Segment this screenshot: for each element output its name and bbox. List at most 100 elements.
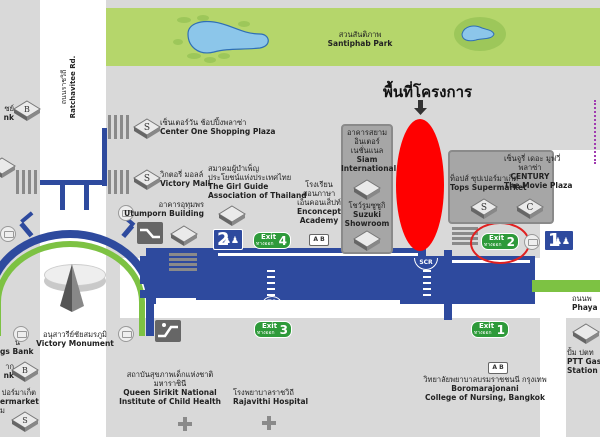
- nursing-label: วิทยาลัยพยาบาลบรมราชชนนี กรุงเทพ Boromar…: [420, 375, 550, 402]
- siam-en1: Siam: [356, 155, 378, 164]
- exit-label: Exit: [262, 322, 278, 330]
- bus-stop-icon[interactable]: [0, 226, 16, 242]
- bank-icon[interactable]: B: [11, 360, 39, 382]
- century-th1: เซ็นจูรี่ เดอะ มูฟวี่: [504, 154, 561, 163]
- qsnich-en2: Institute of Child Health: [119, 397, 221, 406]
- bank-th: ซย์: [4, 104, 15, 113]
- enconcept-th3: เอ็นคอนเส็ปท์: [297, 198, 341, 207]
- qsnich-label: สถาบันสุขภาพเด็กแห่งชาติ มหาราชินี Queen…: [100, 370, 240, 406]
- rajavithi-en: Rajavithi Hospital: [233, 397, 309, 406]
- restroom-icon: ♟♟: [222, 236, 239, 246]
- center-one-th: เซ็นเตอร์วัน ช้อปปิ้งพลาซ่า: [160, 118, 247, 127]
- svg-text:S: S: [481, 203, 487, 213]
- school-icon-text: A B: [313, 236, 325, 243]
- station-code: SCR: [419, 259, 433, 266]
- super-th: ปอร์มาเก็ต: [1, 388, 36, 397]
- bus-stop-icon[interactable]: [118, 205, 134, 221]
- exit-3[interactable]: Exit ทางออก 3: [254, 321, 292, 338]
- girl-guide-label: สมาคมผู้บำเพ็ญ ประโยชน์แห่งประเทศไทย The…: [208, 164, 307, 200]
- restroom-2[interactable]: 2 ♟♟: [213, 229, 243, 250]
- exit-label-th: ทางออก: [474, 330, 492, 336]
- svg-text:S: S: [144, 174, 150, 184]
- siam-en2: International: [341, 164, 397, 173]
- stairs-icon: [108, 170, 129, 194]
- shopping-icon[interactable]: S: [133, 117, 161, 139]
- school-icon[interactable]: A B: [309, 234, 329, 246]
- svg-text:B: B: [24, 105, 30, 114]
- qsnich-en1: Queen Sirikit National: [123, 388, 217, 397]
- suzuki-en2: Showroom: [344, 219, 390, 228]
- bank-th: าก: [5, 362, 14, 371]
- nursing-th: วิทยาลัยพยาบาลบรมราชชนนี กรุงเทพ: [423, 375, 547, 384]
- ptt-th: ปั้ม ปตท: [567, 348, 594, 357]
- qsnich-th2: มหาราชินี: [153, 379, 187, 388]
- ptt-label: ปั้ม ปตท PTT Gas Station: [567, 348, 600, 375]
- enconcept-en1: Enconcept: [297, 207, 341, 216]
- hospital-icon: [262, 416, 276, 430]
- nursing-en1: Boromarajonani: [451, 384, 519, 393]
- victory-mall-label: วิกตอรี่ มอลล์ Victory Mall: [160, 170, 210, 188]
- girl-guide-en1: The Girl Guide: [208, 182, 269, 191]
- cinema-icon[interactable]: C: [516, 197, 544, 219]
- building-icon[interactable]: [353, 178, 381, 200]
- bank-en: nk: [3, 113, 14, 122]
- girl-guide-en2: Association of Thailand: [208, 191, 307, 200]
- exit-1[interactable]: Exit ทางออก 1: [471, 321, 509, 338]
- monument-label: อนุสาวรีย์ชัยสมรภูมิ Victory Monument: [30, 330, 120, 348]
- bank-en: nk: [3, 371, 14, 380]
- road-th: ถนนพ: [572, 294, 592, 303]
- school-icon[interactable]: A B: [488, 362, 508, 374]
- building-icon[interactable]: [170, 224, 198, 246]
- road-label-ratchavitee: ถนนราชวิถี Ratchavitee Rd.: [60, 52, 78, 122]
- bank-low-label: าก nk: [0, 362, 14, 380]
- svg-text:S: S: [144, 123, 150, 133]
- gas-station-icon[interactable]: [572, 322, 600, 344]
- ratchavitee-road: [40, 0, 106, 437]
- utumporn-en: Utumporn Building: [124, 209, 204, 218]
- century-th2: พลาซ่า: [518, 163, 542, 172]
- suzuki-en1: Suzuki: [352, 210, 381, 219]
- bus-stop-icon[interactable]: [13, 326, 29, 342]
- savings-en: gs Bank: [0, 347, 34, 356]
- bank-icon[interactable]: B: [13, 99, 41, 121]
- century-label: เซ็นจูรี่ เดอะ มูฟวี่ พลาซ่า CENTURY The…: [504, 154, 573, 190]
- exit-2-highlight-circle: [470, 222, 530, 264]
- road-en: Ratchavitee Rd.: [69, 55, 77, 119]
- shopping-icon[interactable]: S: [133, 168, 161, 190]
- century-en2: The Movie Plaza: [504, 181, 573, 190]
- super-th2: ม: [0, 406, 5, 415]
- bus-stop-icon[interactable]: [118, 326, 134, 342]
- girl-guide-th1: สมาคมผู้บำเพ็ญ: [208, 164, 259, 173]
- enconcept-en2: Academy: [299, 216, 339, 225]
- tops-label: ท็อปส์ ซุปเปอร์มาเก็ต Tops Supermarket: [450, 174, 527, 192]
- exit-label: Exit: [479, 322, 495, 330]
- shopping-icon[interactable]: [0, 156, 16, 178]
- road-en: Phaya: [572, 303, 598, 312]
- exit-4[interactable]: Exit ทางออก 4: [253, 232, 291, 249]
- center-one-en: Center One Shopping Plaza: [160, 127, 276, 136]
- road-label-phayathai: ถนนพ Phaya: [572, 294, 598, 312]
- shopping-icon[interactable]: S: [11, 410, 39, 432]
- building-icon[interactable]: [218, 204, 246, 226]
- shopping-icon[interactable]: S: [470, 197, 498, 219]
- ptt-en1: PTT Gas: [567, 357, 600, 366]
- park-label-th: สวนสันติภาพ: [338, 30, 382, 39]
- bus-stop-icon[interactable]: [524, 234, 540, 250]
- exit-label-th: ทางออก: [256, 241, 274, 247]
- rajavithi-label: โรงพยาบาลราชวิถี Rajavithi Hospital: [233, 388, 308, 406]
- building-icon[interactable]: [353, 229, 381, 251]
- exit-label-th: ทางออก: [257, 330, 275, 336]
- tops-en: Tops Supermarket: [450, 183, 527, 192]
- suzuki-th: โชว์รูมซูซูกิ: [348, 201, 386, 210]
- restroom-1[interactable]: 1 ♟♟: [544, 230, 574, 251]
- school-icon-text: A B: [492, 364, 504, 371]
- utumporn-th: อาคารอุทุมพร: [158, 200, 204, 209]
- exit-number: 1: [496, 323, 505, 337]
- utumporn-label: อาคารอุทุมพร Utumporn Building: [118, 200, 204, 218]
- qsnich-th1: สถาบันสุขภาพเด็กแห่งชาติ: [126, 370, 214, 379]
- tops-th: ท็อปส์ ซุปเปอร์มาเก็ต: [450, 174, 519, 183]
- escalator-icon: [137, 222, 163, 244]
- exit-label: Exit: [261, 233, 277, 241]
- savings-th: น: [14, 338, 20, 347]
- victory-mall-en: Victory Mall: [160, 179, 211, 188]
